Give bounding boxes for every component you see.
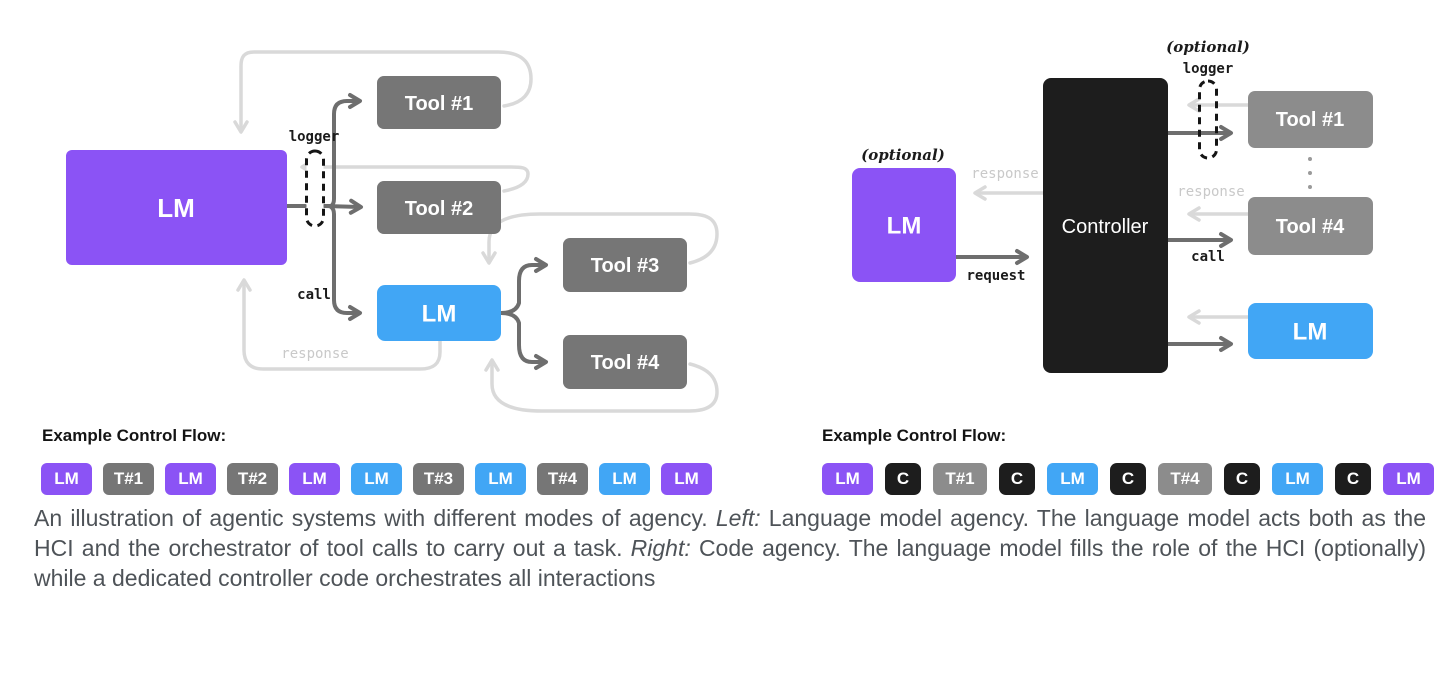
flow-chip: T#1	[933, 463, 987, 495]
right-flow-title: Example Control Flow:	[822, 426, 1007, 445]
right-flow-row: LM C T#1 C LM C T#4 C LM C LM	[822, 463, 1434, 495]
flow-chip: T#4	[1158, 463, 1212, 495]
left-tool2-label: Tool #2	[405, 198, 474, 220]
left-tool3-box	[563, 238, 687, 292]
flow-chip: C	[1335, 463, 1371, 495]
left-loop-tool2-response	[300, 159, 530, 193]
right-lm-label: LM	[887, 213, 922, 240]
right-sublm-box	[1248, 303, 1373, 359]
flow-chip: LM	[1383, 463, 1434, 495]
flow-chip: LM	[1047, 463, 1098, 495]
flow-chip: LM	[599, 463, 650, 495]
caption-left-emphasis: Left:	[715, 505, 761, 531]
left-arrow-sublm-tool3	[499, 257, 548, 315]
left-tool2-box	[377, 181, 501, 234]
left-loop-tool1-response	[233, 50, 533, 134]
left-call-label: call	[297, 287, 331, 303]
caption-right-emphasis: Right:	[630, 535, 691, 561]
left-lm-box	[66, 150, 287, 265]
flow-chip: T#2	[227, 463, 278, 495]
caption-text: Language model agency. The language mode…	[34, 505, 1426, 561]
left-tool1-label: Tool #1	[405, 93, 474, 115]
left-flow-row: LM T#1 LM T#2 LM LM T#3 LM T#4 LM LM	[41, 463, 712, 495]
left-logger-dashed-box	[305, 149, 325, 228]
flow-chip: T#4	[537, 463, 588, 495]
left-tool1-box	[377, 76, 501, 129]
right-optional-logger-label: (optional)	[1166, 38, 1250, 56]
flow-chip: LM	[351, 463, 402, 495]
flow-chip: T#1	[103, 463, 154, 495]
left-arrow-to-tool1	[323, 93, 362, 208]
right-tool1-box	[1248, 91, 1373, 148]
left-lm-label: LM	[157, 193, 195, 223]
left-tool4-box	[563, 335, 687, 389]
right-request-label: request	[966, 268, 1025, 284]
right-controller-label: Controller	[1062, 216, 1149, 238]
flow-chip: LM	[1272, 463, 1323, 495]
left-tool3-label: Tool #3	[591, 255, 660, 277]
left-loop-tool4-response	[484, 358, 719, 413]
right-response-tool-label: response	[1177, 184, 1244, 200]
left-response-label: response	[281, 346, 348, 362]
left-arrow-sublm-tool4	[499, 311, 548, 370]
right-call-label: call	[1191, 249, 1225, 265]
left-flow-title: Example Control Flow:	[42, 426, 227, 445]
left-sublm-box	[377, 285, 501, 341]
right-lm-box	[852, 168, 956, 282]
left-response-to-lm	[236, 278, 442, 371]
flow-chip: LM	[475, 463, 526, 495]
flow-chip: T#3	[413, 463, 464, 495]
right-tool4-box	[1248, 197, 1373, 255]
left-logger-label: logger	[289, 129, 340, 145]
flow-chip: LM	[289, 463, 340, 495]
right-controller-box	[1043, 78, 1168, 373]
tools-ellipsis-dots	[1308, 157, 1312, 189]
agentic-systems-diagram: LM Tool #1 Tool #2 LM Tool #3 Tool #4 lo…	[66, 38, 1373, 413]
caption-text: Code agency. The language model fills th…	[34, 535, 1426, 591]
flow-chip: C	[999, 463, 1035, 495]
right-tool1-label: Tool #1	[1276, 109, 1345, 131]
flow-chip: LM	[41, 463, 92, 495]
right-logger-dashed-box	[1198, 79, 1218, 160]
figure-caption: An illustration of agentic systems with …	[34, 503, 1426, 593]
flow-chip: LM	[661, 463, 712, 495]
left-tool4-label: Tool #4	[591, 352, 660, 374]
right-tool4-label: Tool #4	[1276, 216, 1345, 238]
right-sublm-label: LM	[1293, 319, 1328, 346]
flow-chip: C	[1110, 463, 1146, 495]
right-response-lm-label: response	[971, 166, 1038, 182]
flow-chip: LM	[822, 463, 873, 495]
flow-chip: C	[885, 463, 921, 495]
flow-chip: C	[1224, 463, 1260, 495]
left-sublm-label: LM	[422, 301, 457, 328]
flow-chip: LM	[165, 463, 216, 495]
caption-text: An illustration of agentic systems with …	[34, 505, 716, 531]
right-logger-label: logger	[1183, 61, 1234, 77]
left-arrow-to-sublm	[329, 205, 362, 321]
right-optional-lm-label: (optional)	[861, 146, 945, 164]
